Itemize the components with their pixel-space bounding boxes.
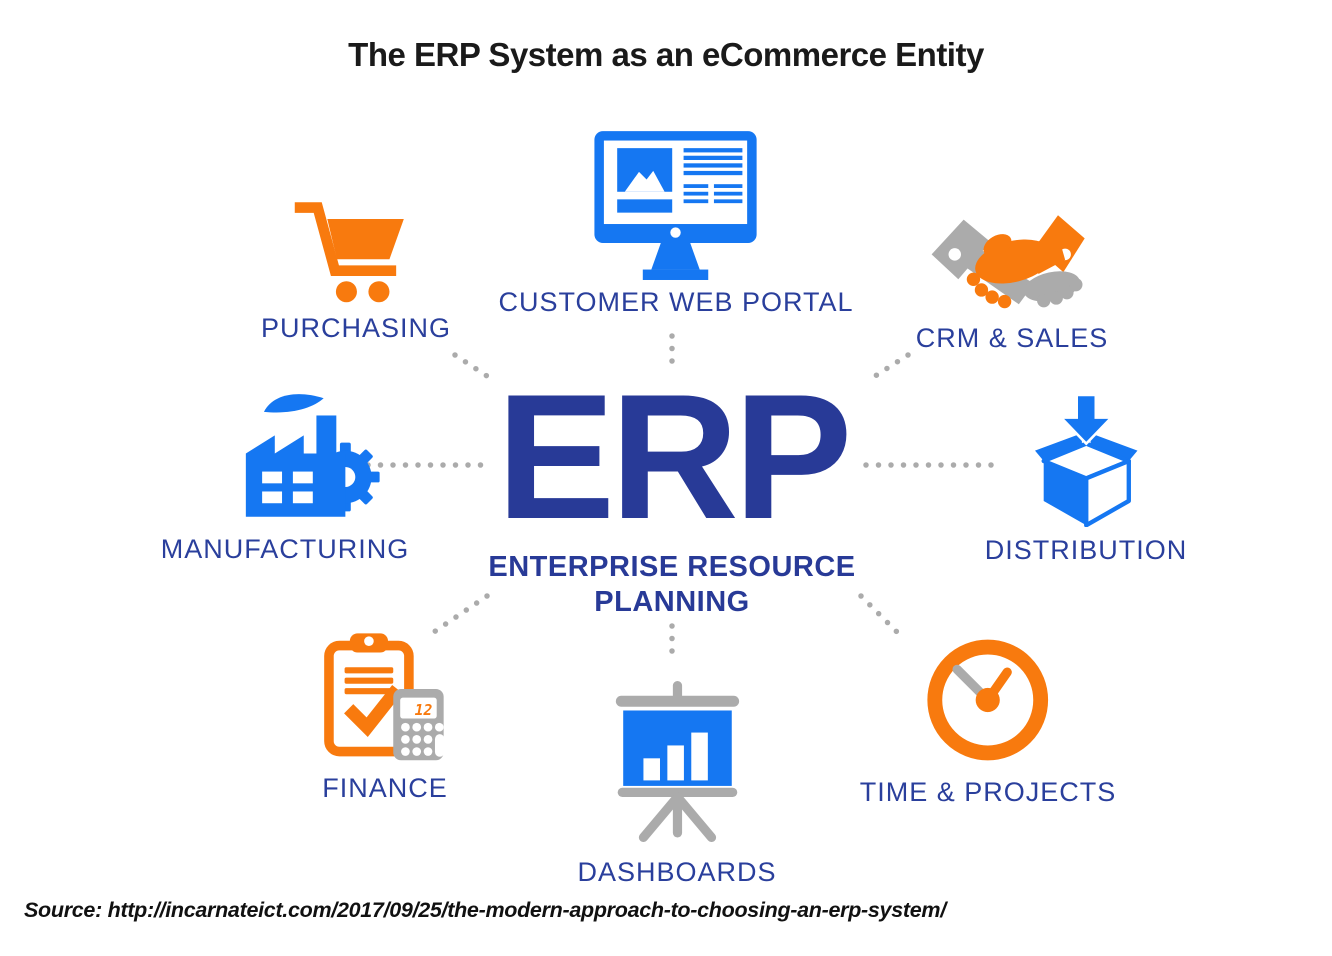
clock-icon [927,639,1049,761]
node-dashboards: DASHBOARDS [577,679,776,888]
connector-purchasing-erp [452,352,493,381]
handshake-icon [931,215,1085,309]
calculator-display: 12 [415,702,433,719]
node-crm-sales: CRM & SALES [916,208,1109,354]
factory-gear-icon [246,394,380,517]
node-purchasing: PURCHASING [261,198,451,344]
manufacturing-label: MANUFACTURING [160,534,410,564]
open-box-arrow-icon [1034,395,1138,527]
presentation-chart-icon [615,681,739,843]
erp-subtitle-line1: ENTERPRISE RESOURCE [488,551,856,583]
shopping-cart-icon [294,202,404,303]
connector-crm-erp [869,352,911,381]
node-time-projects: TIME & PROJECTS [860,635,1117,808]
source-citation: Source: http://incarnateict.com/2017/09/… [24,898,946,922]
desktop-monitor-icon [593,131,757,280]
connector-erp-time [858,593,904,639]
erp-center: ERP ENTERPRISE RESOURCE PLANNING [488,368,855,621]
node-manufacturing: MANUFACTURING [161,390,410,565]
node-customer-web-portal: CUSTOMER WEB PORTAL [498,130,853,318]
node-finance: 12 FINANCE [322,628,448,804]
dashboards-label: DASHBOARDS [577,857,777,887]
purchasing-label: PURCHASING [260,313,452,343]
distribution-label: DISTRIBUTION [984,535,1188,565]
time-projects-label: TIME & PROJECTS [859,777,1117,807]
crm-sales-label: CRM & SALES [915,323,1109,353]
erp-subtitle-line2: PLANNING [594,586,750,619]
finance-label: FINANCE [322,773,448,803]
customer-web-portal-label: CUSTOMER WEB PORTAL [498,287,854,317]
erp-acronym: ERP [496,357,852,556]
page-title: The ERP System as an eCommerce Entity [348,36,984,73]
node-distribution: DISTRIBUTION [985,395,1188,566]
clipboard-calculator-icon: 12 [324,633,445,761]
connector-erp-finance [425,593,490,639]
